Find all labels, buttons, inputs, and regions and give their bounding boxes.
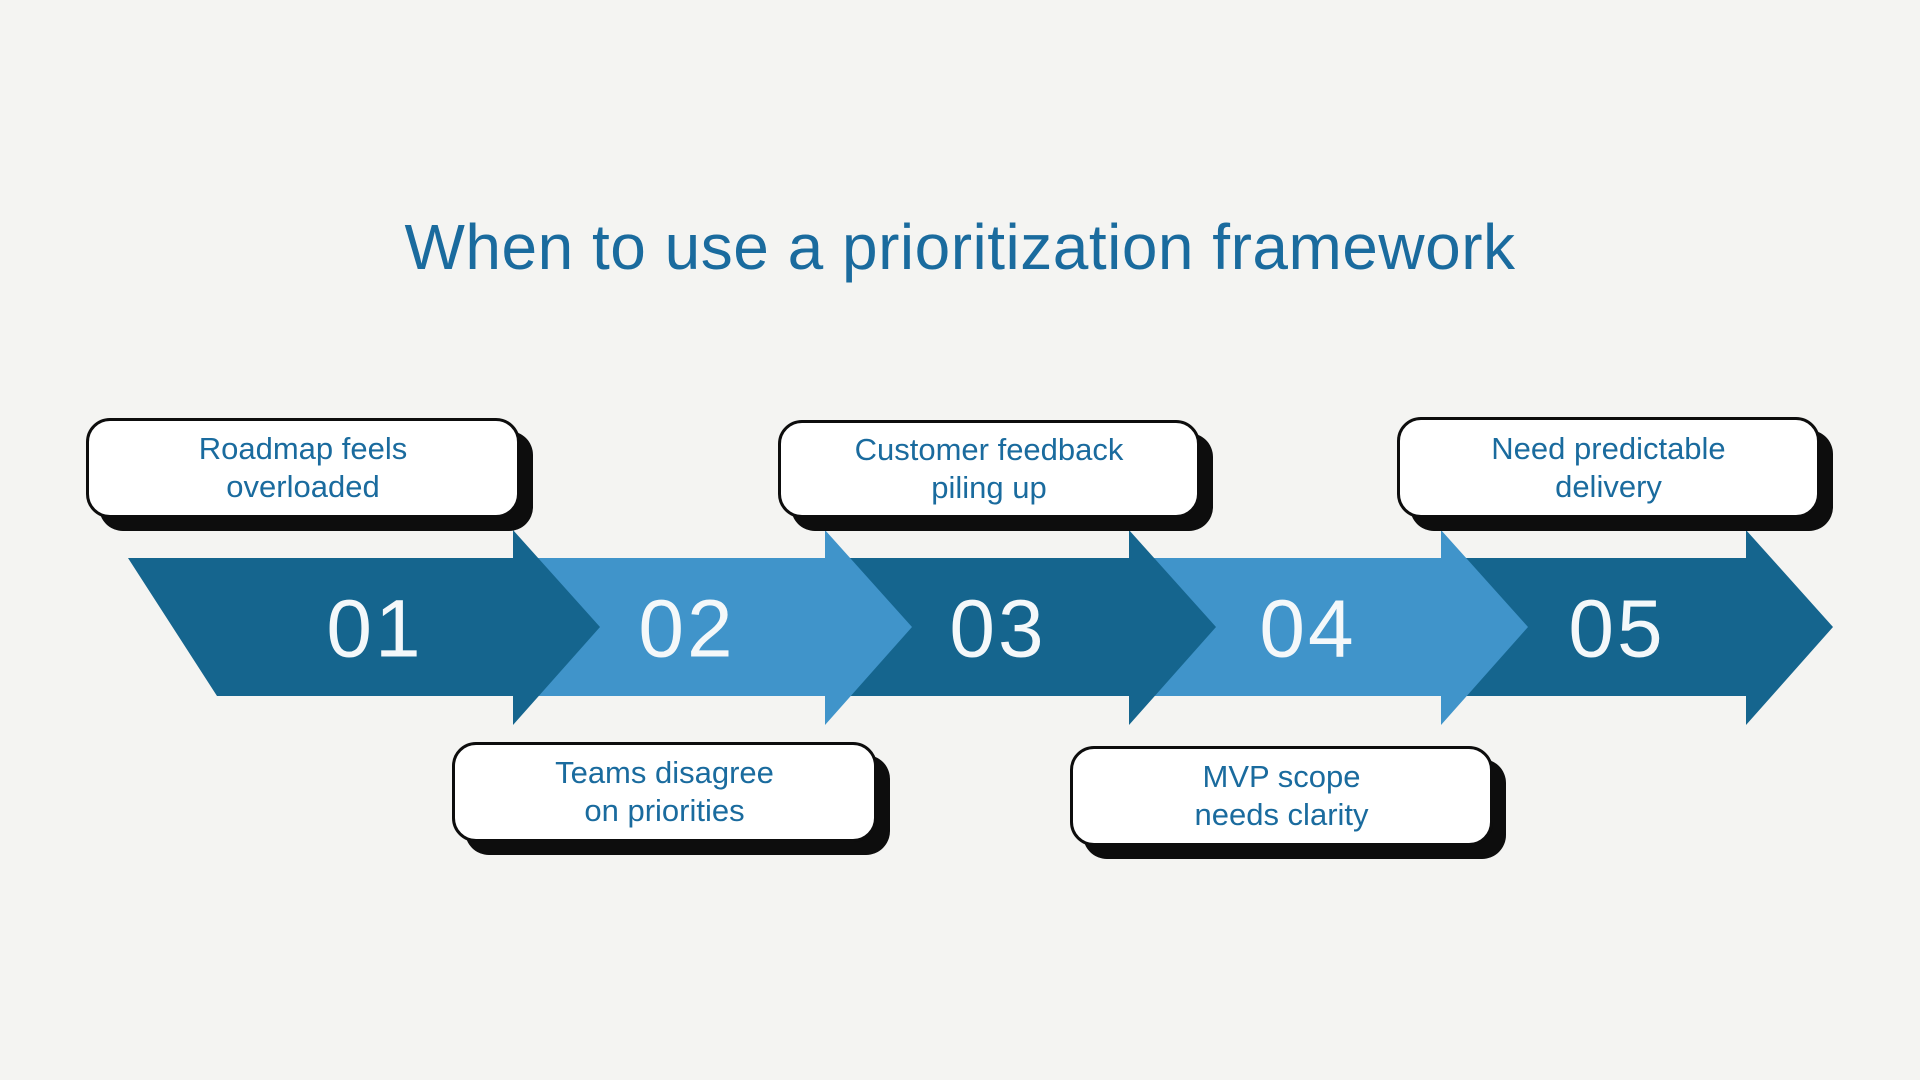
- arrow-segment-05: [1441, 530, 1833, 725]
- callout-text-line: piling up: [931, 470, 1047, 505]
- callout-text-line: Customer feedback: [854, 432, 1124, 467]
- arrow-segment-04: [1129, 530, 1528, 725]
- arrow-segment-03: [825, 530, 1216, 725]
- step-number-05: 05: [1568, 584, 1665, 675]
- step-number-03: 03: [949, 584, 1046, 675]
- callout-text-line: needs clarity: [1194, 797, 1369, 832]
- callout-text-line: MVP scope: [1202, 759, 1361, 794]
- arrow-segment-02: [513, 530, 912, 725]
- callout-box-step-02: Teams disagree on priorities: [452, 742, 877, 842]
- callout-box-step-03: Customer feedback piling up: [778, 420, 1200, 518]
- callout-box-step-01: Roadmap feels overloaded: [86, 418, 520, 518]
- step-number-04: 04: [1259, 584, 1356, 675]
- callout-text-line: overloaded: [226, 469, 380, 504]
- callout-box-step-05: Need predictable delivery: [1397, 417, 1820, 518]
- callout-text-line: Roadmap feels: [198, 431, 408, 466]
- step-number-02: 02: [638, 584, 735, 675]
- callout-text-line: Teams disagree: [555, 755, 774, 790]
- callout-box-step-04: MVP scope needs clarity: [1070, 746, 1493, 846]
- callout-text-line: delivery: [1555, 468, 1662, 504]
- step-number-01: 01: [326, 584, 423, 675]
- callout-text-line: Need predictable: [1491, 430, 1726, 466]
- callout-text-line: on priorities: [584, 793, 745, 828]
- page-title: When to use a prioritization framework: [404, 211, 1516, 283]
- arrow-segment-01: [128, 530, 600, 725]
